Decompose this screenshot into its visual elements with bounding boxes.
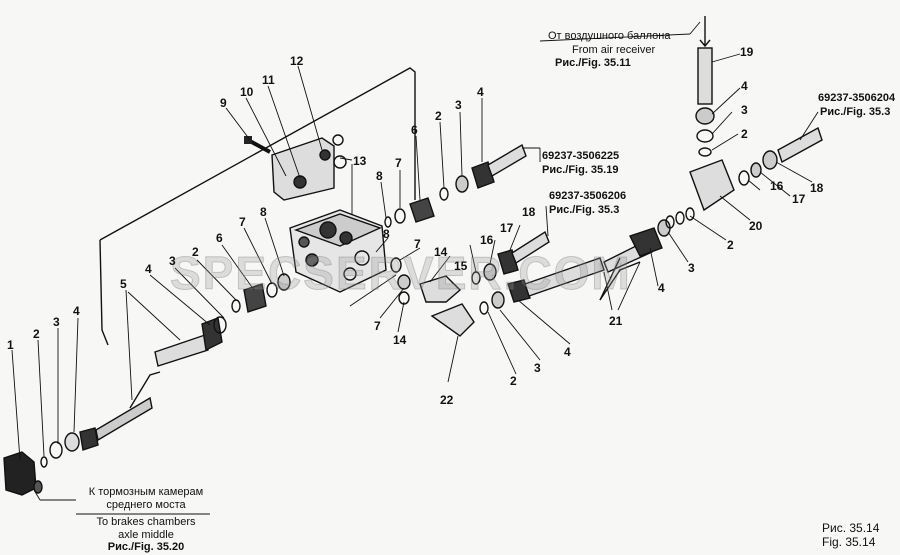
mounting-bracket <box>244 134 347 201</box>
item-number: 14 <box>434 245 448 259</box>
item-number: 16 <box>480 233 494 247</box>
item-number: 4 <box>564 345 571 359</box>
upper-hose <box>384 143 527 228</box>
left-elbow-fitting <box>3 451 43 496</box>
item-number: 7 <box>239 215 246 229</box>
item-number: 4 <box>658 281 665 295</box>
item-number: 4 <box>145 262 152 276</box>
part-ref-3-code: 69237-3506204 <box>818 92 896 104</box>
tee-assembly <box>665 16 823 229</box>
item-number: 2 <box>192 245 199 259</box>
left-hose-stack <box>40 371 161 468</box>
item-number: 18 <box>810 181 824 195</box>
item-number: 7 <box>374 319 381 333</box>
item-number: 18 <box>522 205 536 219</box>
part-ref-1-fig: Рис./Fig. 35.19 <box>542 164 619 176</box>
callout-to-chambers-en2: axle middle <box>118 529 174 541</box>
item-number: 15 <box>454 259 468 273</box>
item-number: 20 <box>749 219 763 233</box>
item-number: 2 <box>741 127 748 141</box>
part-ref-3-fig: Рис./Fig. 35.3 <box>820 106 891 118</box>
item-number: 22 <box>440 393 454 407</box>
item-number: 1 <box>7 338 14 352</box>
item-number: 17 <box>500 221 514 235</box>
item-number: 2 <box>727 238 734 252</box>
item-number: 2 <box>510 374 517 388</box>
item-number: 11 <box>262 73 275 87</box>
item-number: 16 <box>770 179 784 193</box>
item-number: 4 <box>73 304 80 318</box>
item-number: 10 <box>240 85 254 99</box>
item-number: 8 <box>383 227 390 241</box>
figure-caption-en: Fig. 35.14 <box>822 535 876 549</box>
mounting-panel-outline <box>99 67 416 346</box>
part-ref-1-code: 69237-3506225 <box>542 150 620 162</box>
item-number: 3 <box>455 98 462 112</box>
item-number: 5 <box>120 277 127 291</box>
callout-from-receiver-ru: От воздушного баллона <box>548 30 671 42</box>
part-ref-2-fig: Рис./Fig. 35.3 <box>549 204 620 216</box>
item-number: 12 <box>290 54 304 68</box>
leader-lines <box>11 21 819 515</box>
callout-to-chambers-ru1: К тормозным камерам <box>88 486 204 498</box>
item-number: 3 <box>534 361 541 375</box>
callout-from-receiver-ref: Рис./Fig. 35.11 <box>555 57 631 69</box>
item-number: 4 <box>477 85 484 99</box>
item-number: 3 <box>169 254 176 268</box>
item-number: 4 <box>741 79 748 93</box>
item-number: 7 <box>395 156 402 170</box>
part-ref-2-code: 69237-3506206 <box>549 190 627 202</box>
item-number: 9 <box>220 96 227 110</box>
item-number: 19 <box>740 45 754 59</box>
item-number: 3 <box>688 261 695 275</box>
item-number: 7 <box>414 237 421 251</box>
middle-fittings <box>390 211 685 337</box>
item-number: 21 <box>609 314 623 328</box>
watermark: SPECSERVER.COM <box>170 247 632 300</box>
item-number: 2 <box>435 109 442 123</box>
item-number: 3 <box>741 103 748 117</box>
valve-body <box>289 209 387 293</box>
item-number: 13 <box>353 154 367 168</box>
callout-to-chambers-en1: To brakes chambers <box>96 516 196 528</box>
callout-to-chambers-ru2: среднего моста <box>106 499 186 511</box>
item-number: 2 <box>33 327 40 341</box>
item-number: 8 <box>260 205 267 219</box>
figure-caption-ru: Рис. 35.14 <box>822 521 880 535</box>
left-middle-hose <box>154 273 291 367</box>
callout-from-receiver-en: From air receiver <box>572 44 656 56</box>
item-number: 6 <box>216 231 223 245</box>
callout-to-chambers-ref: Рис./Fig. 35.20 <box>107 541 185 553</box>
item-number: 8 <box>376 169 383 183</box>
item-number: 3 <box>53 315 60 329</box>
item-number: 17 <box>792 192 806 206</box>
item-number: 6 <box>411 123 418 137</box>
item-number: 14 <box>393 333 407 347</box>
